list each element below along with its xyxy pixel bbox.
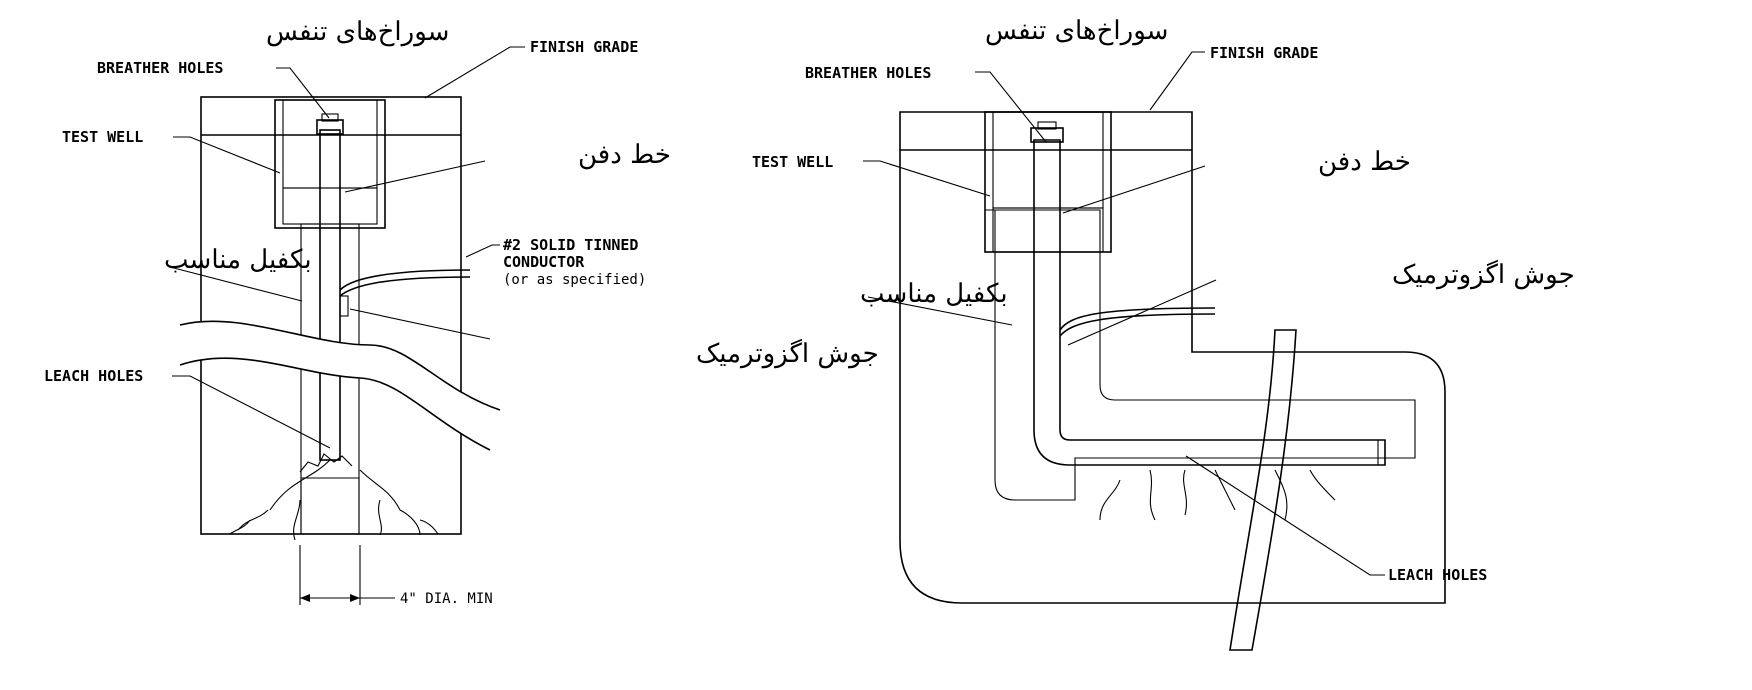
left-test-well-label: TEST WELL xyxy=(62,128,143,146)
left-conductor-line2: CONDUCTOR xyxy=(503,253,585,271)
right-exothermic-fa: جوش اگزوترمیک xyxy=(1392,259,1575,290)
right-breather-holes-fa: سوراخ‌های تنفس xyxy=(985,16,1168,46)
left-test-well xyxy=(274,99,386,229)
left-backfill-fa: بکفیل مناسب xyxy=(164,245,312,275)
right-cap xyxy=(1030,127,1064,143)
left-conductor-wire xyxy=(339,269,471,297)
left-finish-grade-label: FINISH GRADE xyxy=(530,38,638,56)
left-ground-rod-tube xyxy=(319,129,341,461)
left-breather-holes-fa: سوراخ‌های تنفس xyxy=(266,17,449,47)
right-backfill xyxy=(985,209,1416,501)
right-finish-grade-label: FINISH GRADE xyxy=(1210,44,1318,62)
left-detail xyxy=(169,46,525,605)
left-exothermic-fa: جوش اگزوترمیک xyxy=(696,338,879,369)
left-break-line-top xyxy=(179,320,501,411)
left-conductor-line3: (or as specified) xyxy=(503,272,646,288)
left-leach-holes-label: LEACH HOLES xyxy=(44,367,143,385)
right-test-well-label: TEST WELL xyxy=(752,153,833,171)
right-backfill-fa: بکفیل مناسب xyxy=(860,279,1008,309)
right-roots xyxy=(1099,469,1336,521)
left-dia-label: 4" DIA. MIN xyxy=(400,591,493,607)
right-detail xyxy=(863,51,1446,651)
right-concrete-body xyxy=(899,111,1446,604)
right-ground-rod-tube xyxy=(1033,139,1386,466)
right-conductor-wire xyxy=(1059,307,1216,337)
left-breather-holes-label: BREATHER HOLES xyxy=(97,59,223,77)
left-concrete-body xyxy=(200,96,462,535)
right-burial-line-fa: خط دفن xyxy=(1318,147,1411,177)
left-break-line-bottom xyxy=(179,357,491,451)
left-burial-line-fa: خط دفن xyxy=(578,140,671,170)
left-cap xyxy=(316,119,344,135)
right-tree-root xyxy=(1229,329,1297,651)
right-test-well xyxy=(984,111,1112,253)
right-leach-holes-label: LEACH HOLES xyxy=(1388,566,1487,584)
left-conductor-line1: #2 SOLID TINNED xyxy=(503,236,638,254)
right-breather-holes-label: BREATHER HOLES xyxy=(805,64,931,82)
left-roots xyxy=(229,459,439,541)
